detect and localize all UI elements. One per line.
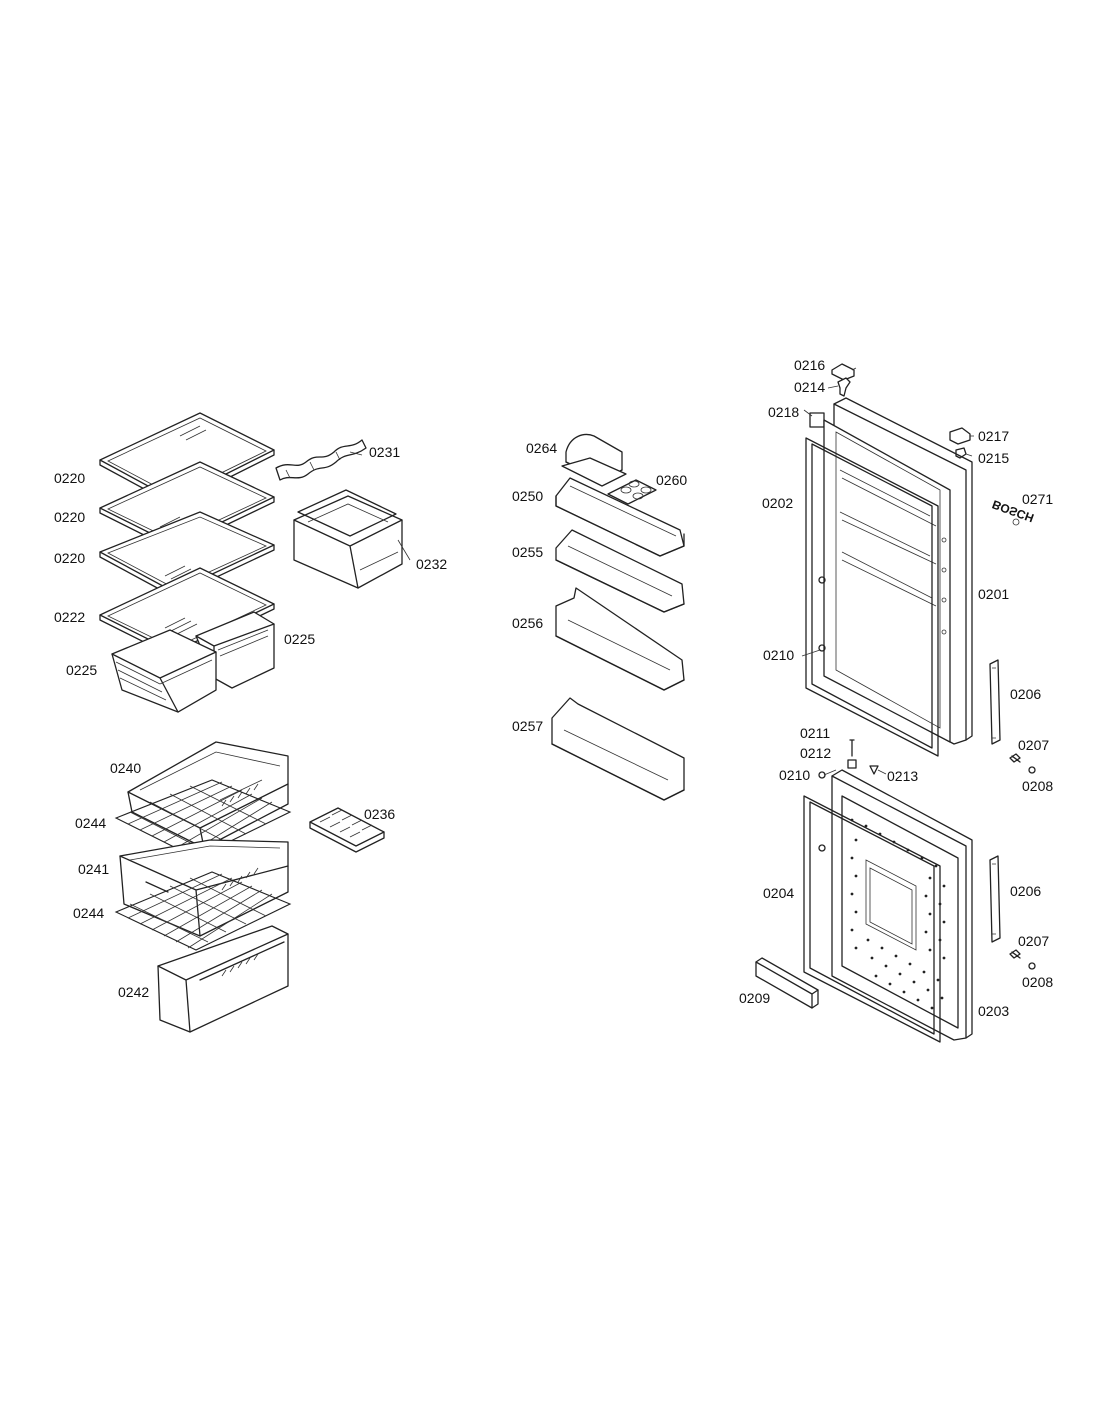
label-0206-top: 0206	[1010, 686, 1041, 702]
label-0218: 0218	[768, 404, 799, 420]
egg-tray	[607, 479, 657, 505]
hinge-screw-0211	[849, 739, 855, 757]
label-0256: 0256	[512, 615, 543, 631]
freezer-drawer-bottom	[157, 925, 289, 1033]
hinge-cover-0217	[949, 427, 971, 445]
label-0255: 0255	[512, 544, 543, 560]
fridge-door-assembly: BOSCH	[755, 363, 1036, 1043]
butter-compartment-lid	[561, 433, 627, 487]
label-0240: 0240	[110, 760, 141, 776]
label-0212: 0212	[800, 745, 831, 761]
door-shelves-group	[551, 433, 685, 801]
label-0208-top: 0208	[1022, 778, 1053, 794]
glass-shelf-second	[99, 461, 275, 551]
label-0217: 0217	[978, 428, 1009, 444]
pin-0213	[869, 765, 879, 775]
freezer-drawer-middle	[119, 839, 289, 937]
bushing-0212	[847, 759, 857, 769]
label-0215: 0215	[978, 450, 1009, 466]
part-labels: 0220 0220 0220 0222 0225 0225 0231 0232 …	[54, 357, 1053, 1019]
label-0201: 0201	[978, 586, 1009, 602]
label-0209: 0209	[739, 990, 770, 1006]
wire-grid-top	[114, 779, 292, 859]
hinge-cover-0216	[831, 363, 855, 381]
freezer-drawers-group	[114, 741, 292, 1033]
label-0220-third: 0220	[54, 550, 85, 566]
label-0203: 0203	[978, 1003, 1009, 1019]
label-0241: 0241	[78, 861, 109, 877]
label-0220-top: 0220	[54, 470, 85, 486]
label-0225-left: 0225	[66, 662, 97, 678]
fridge-door-liner	[823, 419, 951, 743]
ice-cube-tray	[309, 807, 385, 853]
label-0231: 0231	[369, 444, 400, 460]
label-0210-top: 0210	[763, 647, 794, 663]
label-0216: 0216	[794, 357, 825, 373]
label-0206-bottom: 0206	[1010, 883, 1041, 899]
label-0213: 0213	[887, 768, 918, 784]
label-0271: 0271	[1022, 491, 1053, 507]
leader-lines	[349, 367, 974, 776]
label-0250: 0250	[512, 488, 543, 504]
hinge-pin-0214	[837, 377, 851, 397]
label-0264: 0264	[526, 440, 557, 456]
freezer-door-gasket	[803, 795, 941, 1043]
label-0236: 0236	[364, 806, 395, 822]
label-0222: 0222	[54, 609, 85, 625]
storage-box	[293, 489, 403, 589]
label-0232: 0232	[416, 556, 447, 572]
bottle-bin	[551, 697, 685, 801]
label-0208-bottom: 0208	[1022, 974, 1053, 990]
crisper-bin-left	[111, 629, 217, 713]
washer-0208-top	[1028, 766, 1036, 774]
door-handle-bottom	[989, 855, 1001, 943]
wire-grid-bottom	[114, 871, 292, 951]
door-bin-second	[555, 529, 685, 613]
label-0204: 0204	[763, 885, 794, 901]
kick-plate	[755, 957, 819, 1009]
door-handle-top	[989, 659, 1001, 745]
washer-0208-bottom	[1028, 962, 1036, 970]
label-0244-top: 0244	[75, 815, 106, 831]
bottle-rack	[275, 439, 367, 481]
screw-0207-top	[1009, 753, 1021, 763]
door-bin-top	[555, 477, 685, 557]
fridge-door-gasket	[805, 437, 947, 757]
label-0211: 0211	[800, 725, 830, 741]
label-0257: 0257	[512, 718, 543, 734]
label-0207-bottom: 0207	[1018, 933, 1049, 949]
label-0242: 0242	[118, 984, 149, 1000]
label-0202: 0202	[762, 495, 793, 511]
label-0260: 0260	[656, 472, 687, 488]
label-0225-right: 0225	[284, 631, 315, 647]
label-0207-top: 0207	[1018, 737, 1049, 753]
spacer-0218	[809, 412, 825, 428]
label-0244-bottom: 0244	[73, 905, 104, 921]
label-0210-middle: 0210	[779, 767, 810, 783]
label-0214: 0214	[794, 379, 825, 395]
glass-shelves-group	[99, 412, 275, 713]
door-bin-third	[555, 587, 685, 691]
screw-0207-bottom	[1009, 949, 1021, 959]
label-0220-second: 0220	[54, 509, 85, 525]
